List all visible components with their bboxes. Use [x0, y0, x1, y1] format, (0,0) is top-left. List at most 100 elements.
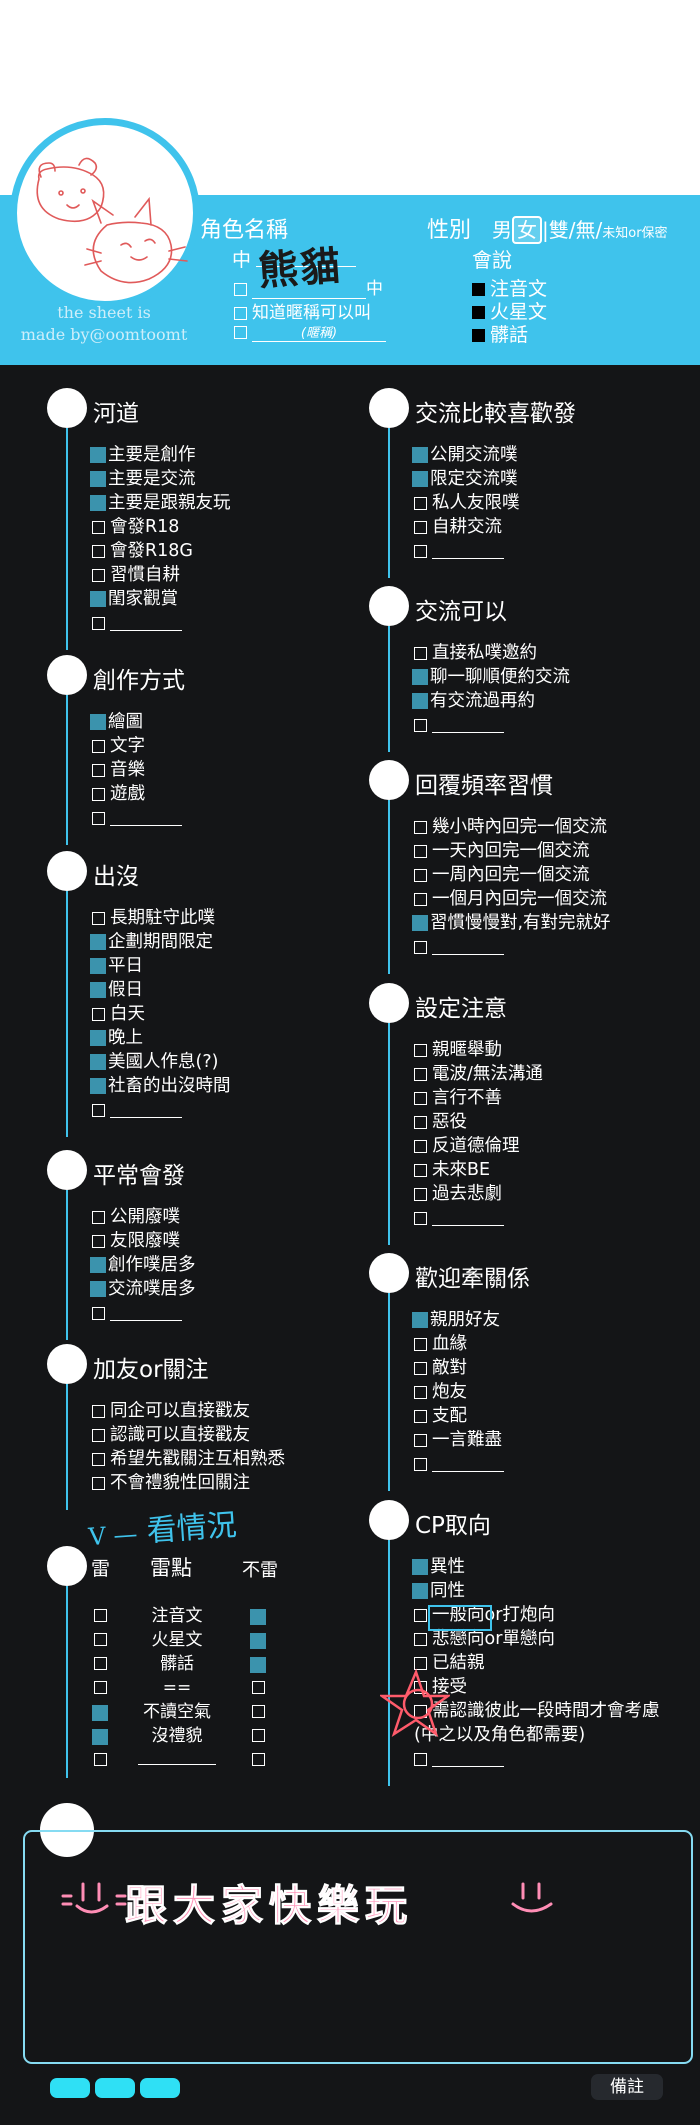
remarks-box[interactable]: 跟大家快樂玩 [23, 1830, 693, 2064]
checked-checkbox[interactable] [90, 471, 106, 487]
lang-martian[interactable]: 火星文 [472, 297, 547, 324]
checklist-item[interactable]: 有交流過再約 [412, 689, 570, 713]
blank-field[interactable] [110, 616, 182, 631]
checklist-item[interactable]: 平日 [90, 954, 231, 978]
checkbox[interactable] [92, 544, 105, 558]
checklist-item[interactable]: 親朋好友 [412, 1308, 504, 1332]
checklist-item[interactable] [92, 806, 182, 830]
checklist-item[interactable]: 過去悲劇 [414, 1182, 543, 1206]
checklist-item[interactable]: 音樂 [92, 758, 182, 782]
checked-checkbox[interactable] [412, 1559, 428, 1575]
checkbox[interactable] [92, 1404, 105, 1418]
nickname-field-row[interactable]: (暱稱) [234, 322, 386, 342]
checked-checkbox[interactable] [90, 1281, 106, 1297]
checklist-item[interactable] [414, 713, 570, 737]
checkbox[interactable] [414, 1043, 427, 1057]
checked-checkbox[interactable] [90, 591, 106, 607]
blank-field[interactable] [432, 1457, 504, 1472]
checkbox[interactable] [414, 1091, 427, 1105]
checked-checkbox[interactable] [90, 1257, 106, 1273]
checklist-item[interactable]: 私人友限噗 [414, 491, 520, 515]
checklist-item[interactable]: 反道德倫理 [414, 1134, 543, 1158]
checked-checkbox[interactable] [90, 982, 106, 998]
thunder-no-checkbox[interactable] [250, 1657, 266, 1673]
zh-name-field[interactable] [256, 246, 356, 267]
checkbox[interactable] [414, 1656, 427, 1670]
thunder-blank-field[interactable] [124, 1748, 230, 1772]
checkbox[interactable] [414, 1632, 427, 1646]
checklist-item[interactable]: 幾小時內回完一個交流 [414, 815, 611, 839]
checklist-item[interactable]: 繪圖 [90, 710, 182, 734]
checklist-item[interactable]: 公開廢噗 [92, 1205, 196, 1229]
gender-female[interactable]: 女 [512, 216, 542, 244]
thunder-no-checkbox[interactable] [252, 1681, 265, 1694]
checked-checkbox[interactable] [90, 447, 106, 463]
checked-checkbox[interactable] [90, 714, 106, 730]
checkbox[interactable] [414, 1457, 427, 1471]
checklist-item[interactable]: 會發R18G [92, 539, 231, 563]
checkbox[interactable] [414, 1361, 427, 1375]
tab-3[interactable] [140, 2078, 180, 2098]
gender-double[interactable]: 雙 [548, 218, 569, 242]
checklist-item[interactable]: 一言難盡 [414, 1428, 504, 1452]
checklist-item[interactable]: 惡役 [414, 1110, 543, 1134]
checklist-item[interactable]: 習慣慢慢對,有對完就好 [412, 911, 611, 935]
checklist-item[interactable] [92, 611, 231, 635]
thunder-yes-checkbox[interactable] [92, 1729, 108, 1745]
lang-swear[interactable]: 髒話 [472, 320, 528, 347]
checkbox[interactable] [414, 646, 427, 660]
blank-field[interactable] [110, 811, 182, 826]
checklist-item[interactable]: 遊戲 [92, 782, 182, 806]
checklist-item[interactable] [92, 1098, 231, 1122]
checkbox[interactable] [92, 1103, 105, 1117]
checked-checkbox[interactable] [90, 1030, 106, 1046]
checkbox[interactable] [414, 1211, 427, 1225]
checked-checkbox[interactable] [412, 471, 428, 487]
checked-checkbox[interactable] [90, 958, 106, 974]
checklist-item[interactable]: 接受 [414, 1675, 660, 1699]
checklist-item[interactable]: 主要是跟親友玩 [90, 491, 231, 515]
checked-checkbox[interactable] [90, 1078, 106, 1094]
checklist-item[interactable]: 公開交流噗 [412, 443, 520, 467]
checklist-item[interactable]: 一天內回完一個交流 [414, 839, 611, 863]
thunder-no-checkbox[interactable] [250, 1609, 266, 1625]
checklist-item[interactable]: 言行不善 [414, 1086, 543, 1110]
checkbox[interactable] [414, 1752, 427, 1766]
checklist-item[interactable]: 電波/無法溝通 [414, 1062, 543, 1086]
checklist-item[interactable]: 一個月內回完一個交流 [414, 887, 611, 911]
blank-field[interactable] [432, 544, 504, 559]
checkbox[interactable] [414, 1385, 427, 1399]
checkbox[interactable] [414, 1139, 427, 1153]
checkbox[interactable] [414, 1163, 427, 1177]
checklist-item[interactable]: 悲戀向or單戀向 [414, 1627, 660, 1651]
checklist-item[interactable]: 異性 [412, 1555, 660, 1579]
checklist-item[interactable]: 文字 [92, 734, 182, 758]
checkbox[interactable] [414, 520, 427, 534]
checkbox[interactable] [92, 811, 105, 825]
checkbox[interactable] [414, 1409, 427, 1423]
thunder-no-checkbox[interactable] [250, 1633, 266, 1649]
checkbox[interactable] [92, 1210, 105, 1224]
checklist-item[interactable] [414, 1452, 504, 1476]
checklist-item[interactable] [92, 1301, 196, 1325]
checkbox[interactable] [414, 1433, 427, 1447]
tab-1[interactable] [50, 2078, 90, 2098]
checklist-item[interactable]: 血緣 [414, 1332, 504, 1356]
checklist-item[interactable]: 自耕交流 [414, 515, 520, 539]
checklist-item[interactable]: 希望先戳關注互相熟悉 [92, 1447, 285, 1471]
checklist-item[interactable]: 主要是創作 [90, 443, 231, 467]
checkbox[interactable] [414, 1187, 427, 1201]
nickname-ok-option[interactable]: 知道暱稱可以叫 [234, 298, 371, 323]
checklist-item[interactable] [414, 935, 611, 959]
checked-checkbox[interactable] [90, 934, 106, 950]
lang-martian-checkbox[interactable] [472, 306, 485, 319]
checklist-item[interactable]: 同性 [412, 1579, 660, 1603]
checkbox[interactable] [92, 1476, 105, 1490]
checkbox[interactable] [92, 1452, 105, 1466]
checklist-item[interactable]: 認識可以直接戳友 [92, 1423, 285, 1447]
checkbox[interactable] [414, 940, 427, 954]
blank-field[interactable] [432, 718, 504, 733]
checklist-item[interactable] [414, 1747, 660, 1771]
checklist-item[interactable]: 一周內回完一個交流 [414, 863, 611, 887]
checklist-item[interactable]: 限定交流噗 [412, 467, 520, 491]
